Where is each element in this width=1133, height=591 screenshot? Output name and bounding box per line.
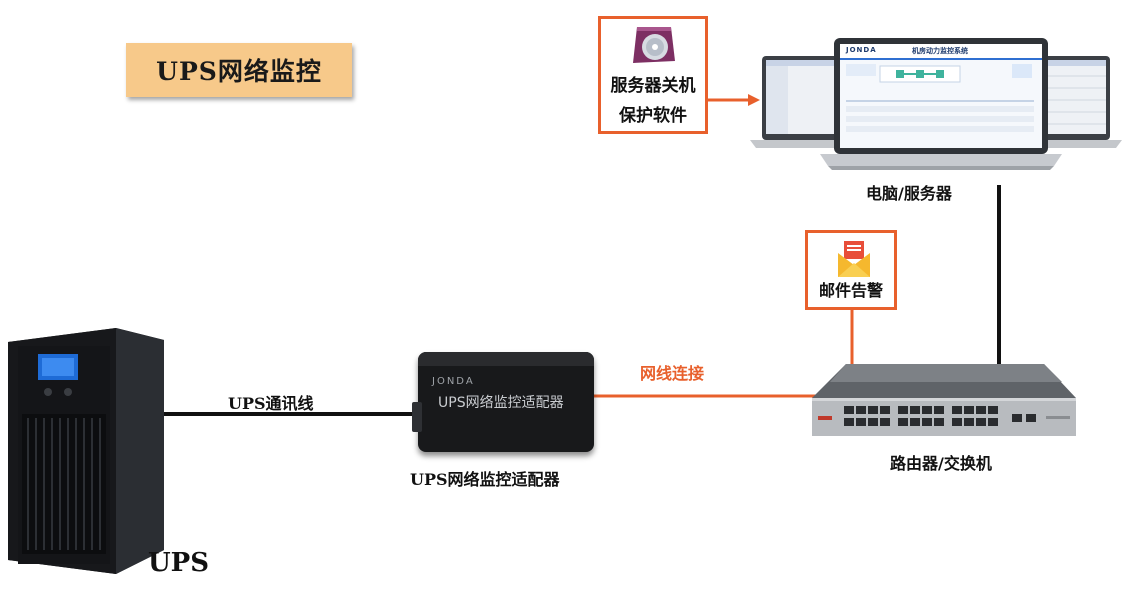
software-label-line2: 保护软件	[619, 106, 687, 126]
email-alert-box: 邮件告警	[805, 230, 897, 310]
computer-group	[750, 38, 1122, 170]
screen-brand: JONDA	[846, 46, 877, 54]
adapter-face-text: UPS网络监控适配器	[438, 395, 564, 411]
page-title: UPS网络监控	[126, 43, 352, 97]
computer-label: 电脑/服务器	[866, 184, 952, 203]
adapter-brand: JONDA	[432, 376, 475, 387]
envelope-icon	[838, 241, 870, 277]
network-adapter: JONDA UPS网络监控适配器	[412, 352, 594, 452]
network-link-label: 网线连接	[640, 364, 705, 383]
ups-device	[8, 328, 164, 574]
software-box: 服务器关机 保护软件	[598, 16, 708, 134]
screen-title: 机房动力监控系统	[912, 47, 968, 55]
software-label-line1: 服务器关机	[610, 76, 696, 96]
adapter-port	[412, 402, 422, 432]
adapter-caption: UPS网络监控适配器	[410, 470, 560, 489]
network-switch	[812, 364, 1076, 436]
software-arrow-head	[748, 94, 760, 106]
router-label: 路由器/交换机	[890, 454, 992, 473]
ups-label: UPS	[148, 548, 210, 578]
email-alert-label: 邮件告警	[818, 281, 883, 300]
software-disc-icon	[633, 27, 675, 63]
ups-cable-label: UPS通讯线	[228, 394, 314, 413]
